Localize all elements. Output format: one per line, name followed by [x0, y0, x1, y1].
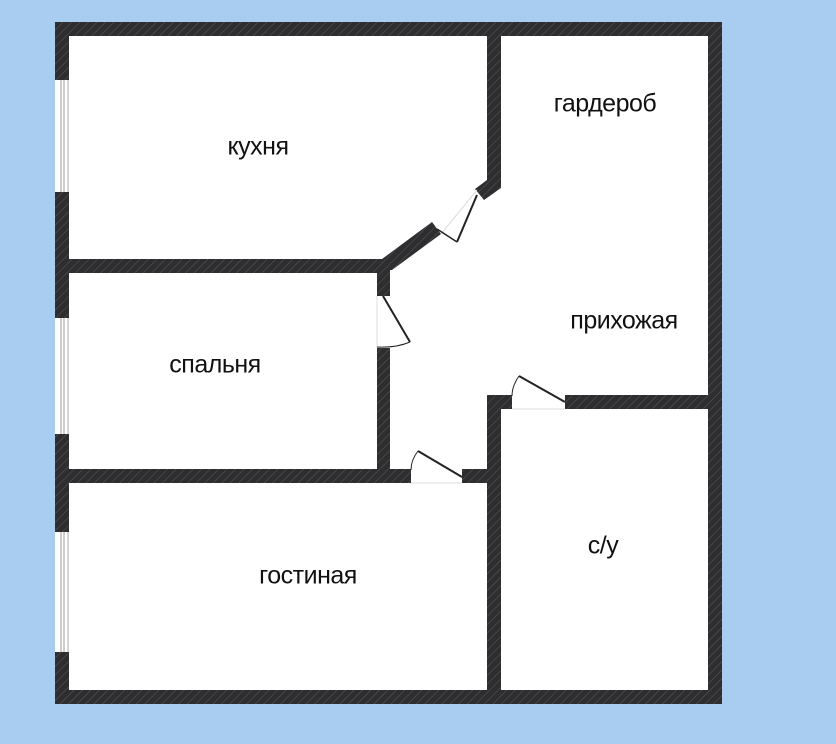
window-bedroom	[55, 318, 69, 434]
room-label-wardrobe: гардероб	[553, 89, 657, 118]
interior-walls	[69, 36, 708, 690]
room-label-living-room: гостиная	[259, 561, 357, 590]
doors	[376, 189, 566, 484]
room-label-kitchen: кухня	[227, 132, 289, 161]
door-bathroom	[511, 375, 566, 410]
room-label-bedroom: спальня	[169, 350, 261, 379]
windows	[55, 80, 69, 652]
outer-walls	[55, 22, 722, 704]
door-living-room	[410, 450, 463, 484]
window-kitchen	[55, 80, 69, 192]
door-bedroom	[376, 295, 411, 348]
window-living-room	[55, 532, 69, 652]
room-label-hallway: прихожая	[570, 306, 678, 335]
room-label-bathroom: с/у	[587, 531, 619, 560]
door-kitchen	[436, 189, 478, 243]
